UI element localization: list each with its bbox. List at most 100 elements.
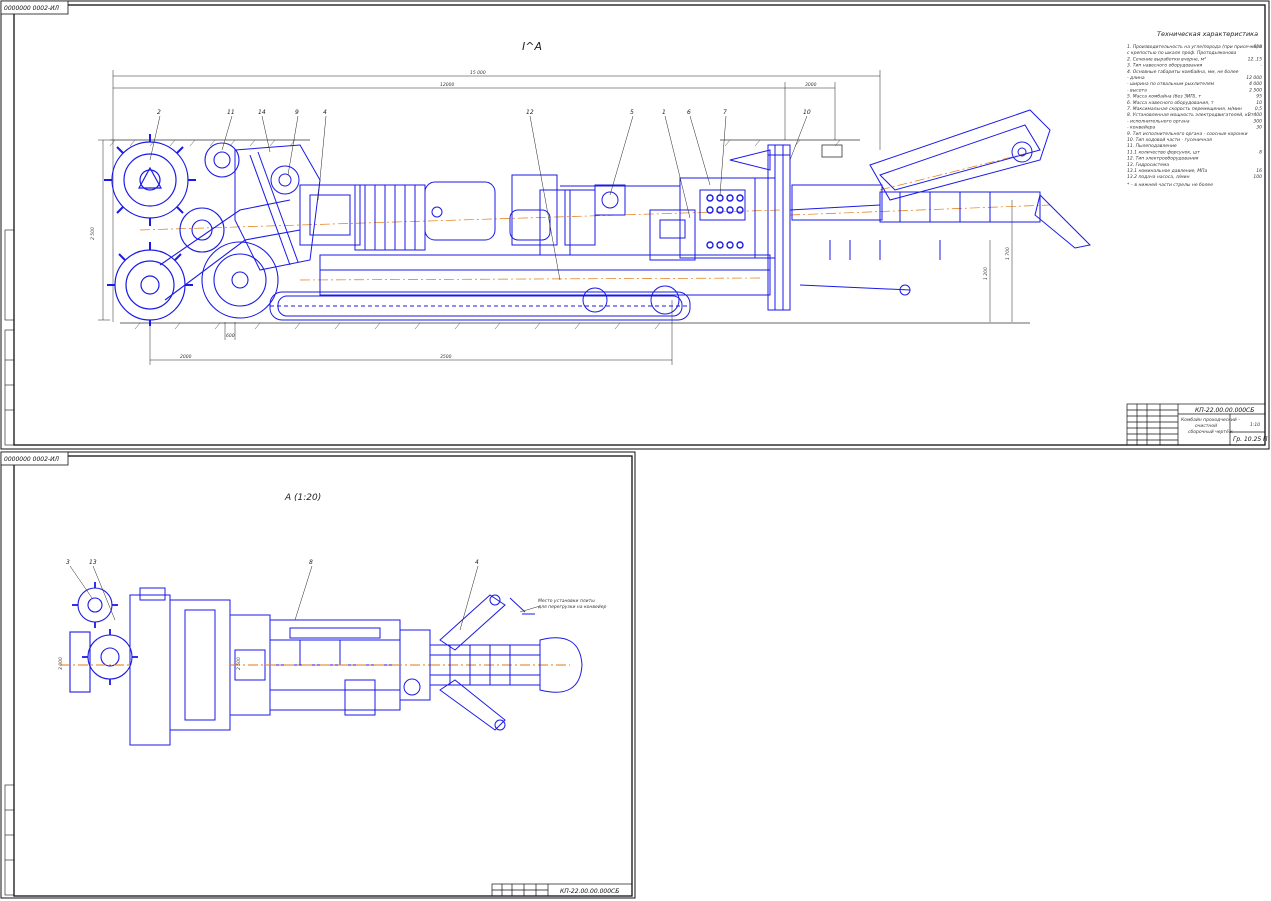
spec-line: 12. Тип электрооборудования — [1127, 156, 1199, 162]
spec-value: 0,5 — [1255, 106, 1262, 112]
svg-text:11: 11 — [227, 109, 235, 116]
axis-lines — [139, 149, 1051, 281]
svg-text:2: 2 — [157, 109, 161, 116]
svg-text:8: 8 — [309, 559, 313, 566]
spec-line: 6. Масса навесного оборудования, т — [1127, 100, 1214, 106]
title-name-1: Комбайн проходческий – — [1181, 417, 1241, 423]
spec-line: - ширина по отвальным рыхлителям — [1127, 82, 1215, 87]
plan-cutting-heads — [69, 582, 138, 693]
boom-assembly — [234, 144, 361, 271]
spec-line: 7. Максимальная скорость перемещения, м/… — [1127, 106, 1242, 112]
spec-line: 13.2 подача насоса, л/мин — [1127, 174, 1190, 180]
left-margin-strips-2 — [4, 784, 15, 896]
spec-title: Техническая характеристика — [1157, 30, 1258, 38]
left-margin-strips — [4, 229, 15, 446]
sheet2-dim-mid: 2 500 — [236, 657, 242, 670]
sheet2-note-1: Место установки плиты — [538, 598, 595, 604]
svg-text:13: 13 — [89, 559, 97, 566]
spec-value: - — [1260, 64, 1262, 69]
svg-text:12: 12 — [526, 109, 534, 116]
spec-value: 4 000 — [1249, 81, 1262, 87]
title-code: КП-22.00.00.000СБ — [1195, 407, 1254, 414]
callout-numbers: 2 11 14 9 4 12 5 1 6 7 10 — [157, 109, 811, 116]
spec-value: 16 — [1256, 168, 1262, 174]
svg-text:3: 3 — [66, 559, 70, 566]
spec-value: 600 — [1253, 44, 1262, 50]
main-motor — [354, 181, 551, 251]
svg-text:14: 14 — [258, 109, 266, 116]
plan-conveyor — [429, 594, 583, 731]
spec-line: 4. Основные габариты комбайна, мм, не бо… — [1127, 69, 1239, 75]
spec-value: 10 — [1256, 100, 1262, 106]
spec-line: - исполнительного органа — [1127, 119, 1190, 124]
plan-main-body — [60, 587, 570, 746]
spec-line: 9. Тип исполнительного органа - соосные … — [1127, 131, 1248, 137]
svg-text:6: 6 — [687, 109, 691, 116]
support-block — [821, 144, 843, 158]
mast-column — [767, 144, 791, 311]
spec-value: 8 — [1259, 149, 1262, 155]
spec-value: 30 — [1256, 125, 1262, 131]
spec-value: 12 000 — [1246, 75, 1262, 81]
spec-line: 1. Производительность на угле/порода (пр… — [1127, 44, 1262, 50]
cutting-head-lower — [107, 242, 193, 326]
spec-line: - конвейера — [1127, 125, 1155, 131]
svg-text:1: 1 — [662, 109, 666, 116]
dimension-lines — [98, 70, 1013, 365]
spec-line: 13.1 номинальное давление, МПа — [1127, 168, 1208, 174]
svg-text:7: 7 — [723, 109, 727, 116]
rear-conveyor — [729, 109, 1092, 296]
spec-line: 11. Пылеподавление — [1127, 143, 1177, 149]
sheet2-title-code: КП-22.00.00.000СБ — [560, 888, 619, 895]
spec-footnote: * – в нижней части стрелы не более — [1127, 182, 1213, 188]
dim-right: 3000 — [805, 82, 817, 88]
title-scale: 1:10 — [1250, 422, 1260, 428]
sheet2-note-2: для перегрузки на конвейер — [537, 604, 606, 610]
spec-value: 95 — [1256, 94, 1262, 100]
spec-line: - высота — [1127, 88, 1147, 93]
sheet2-dim-left: 3 000 — [58, 657, 64, 670]
dim-height: 2 500 — [90, 227, 96, 240]
spec-line: 5. Масса комбайна (без ЗИП), т — [1127, 94, 1201, 100]
svg-text:9: 9 — [295, 109, 299, 116]
callout-leaders — [149, 115, 808, 281]
dim-right-h2: 1 700 — [1005, 247, 1011, 260]
svg-text:4: 4 — [475, 559, 479, 566]
title-name-3: сборочный чертёж — [1188, 429, 1234, 435]
title-block — [1126, 403, 1266, 446]
spec-line: 11.1 количество форсунок, шт — [1127, 149, 1200, 155]
sheet2-corner-code: 0000000 0002-ИЛ — [4, 456, 60, 463]
spec-line: 2. Сечение выработки вчерне, м² — [1127, 56, 1206, 62]
spec-line: 10. Тип ходовой части - гусеничная — [1127, 137, 1212, 143]
dim-right-h1: 1 200 — [983, 267, 989, 280]
ground-hatch — [109, 139, 841, 330]
spec-line: 13. Гидросистема — [1127, 162, 1169, 168]
cutting-head-small — [159, 142, 301, 319]
sheet2-callout-leaders — [69, 565, 541, 631]
spec-value: 400 — [1253, 112, 1262, 118]
spec-value: 2 500 — [1249, 87, 1262, 93]
svg-text:10: 10 — [803, 109, 811, 116]
sheet2-title-block — [491, 883, 633, 897]
spec-line: 8. Установленная мощность электродвигате… — [1127, 112, 1254, 118]
sheet-1: 0000000 0002-ИЛ I^A — [0, 0, 1270, 450]
spec-line: 3. Тип навесного оборудования — [1127, 63, 1203, 69]
svg-text:5: 5 — [630, 109, 634, 116]
dim-mid-low: 3500 — [440, 354, 452, 360]
svg-text:4: 4 — [323, 109, 327, 116]
title-sheet-num: Гр. 10.25 П — [1233, 436, 1268, 443]
title-name-2: очистной — [1195, 423, 1217, 429]
crawler-track — [269, 254, 771, 321]
dim-small: 600 — [226, 333, 235, 339]
spec-value: 100 — [1253, 174, 1262, 180]
ground-lines — [110, 139, 1030, 324]
spec-value: 300 — [1253, 118, 1262, 124]
tech-spec-block: Техническая характеристика 1. Производит… — [1127, 30, 1262, 188]
spec-line: с крепостью по шкале проф. Протодьяконов… — [1127, 50, 1237, 56]
dim-left-low: 2000 — [180, 354, 192, 360]
dim-total: 15 000 — [470, 70, 486, 76]
sheet2-callout-numbers: 3 13 8 4 — [66, 559, 479, 566]
sheet1-view-label: I^A — [522, 40, 542, 53]
